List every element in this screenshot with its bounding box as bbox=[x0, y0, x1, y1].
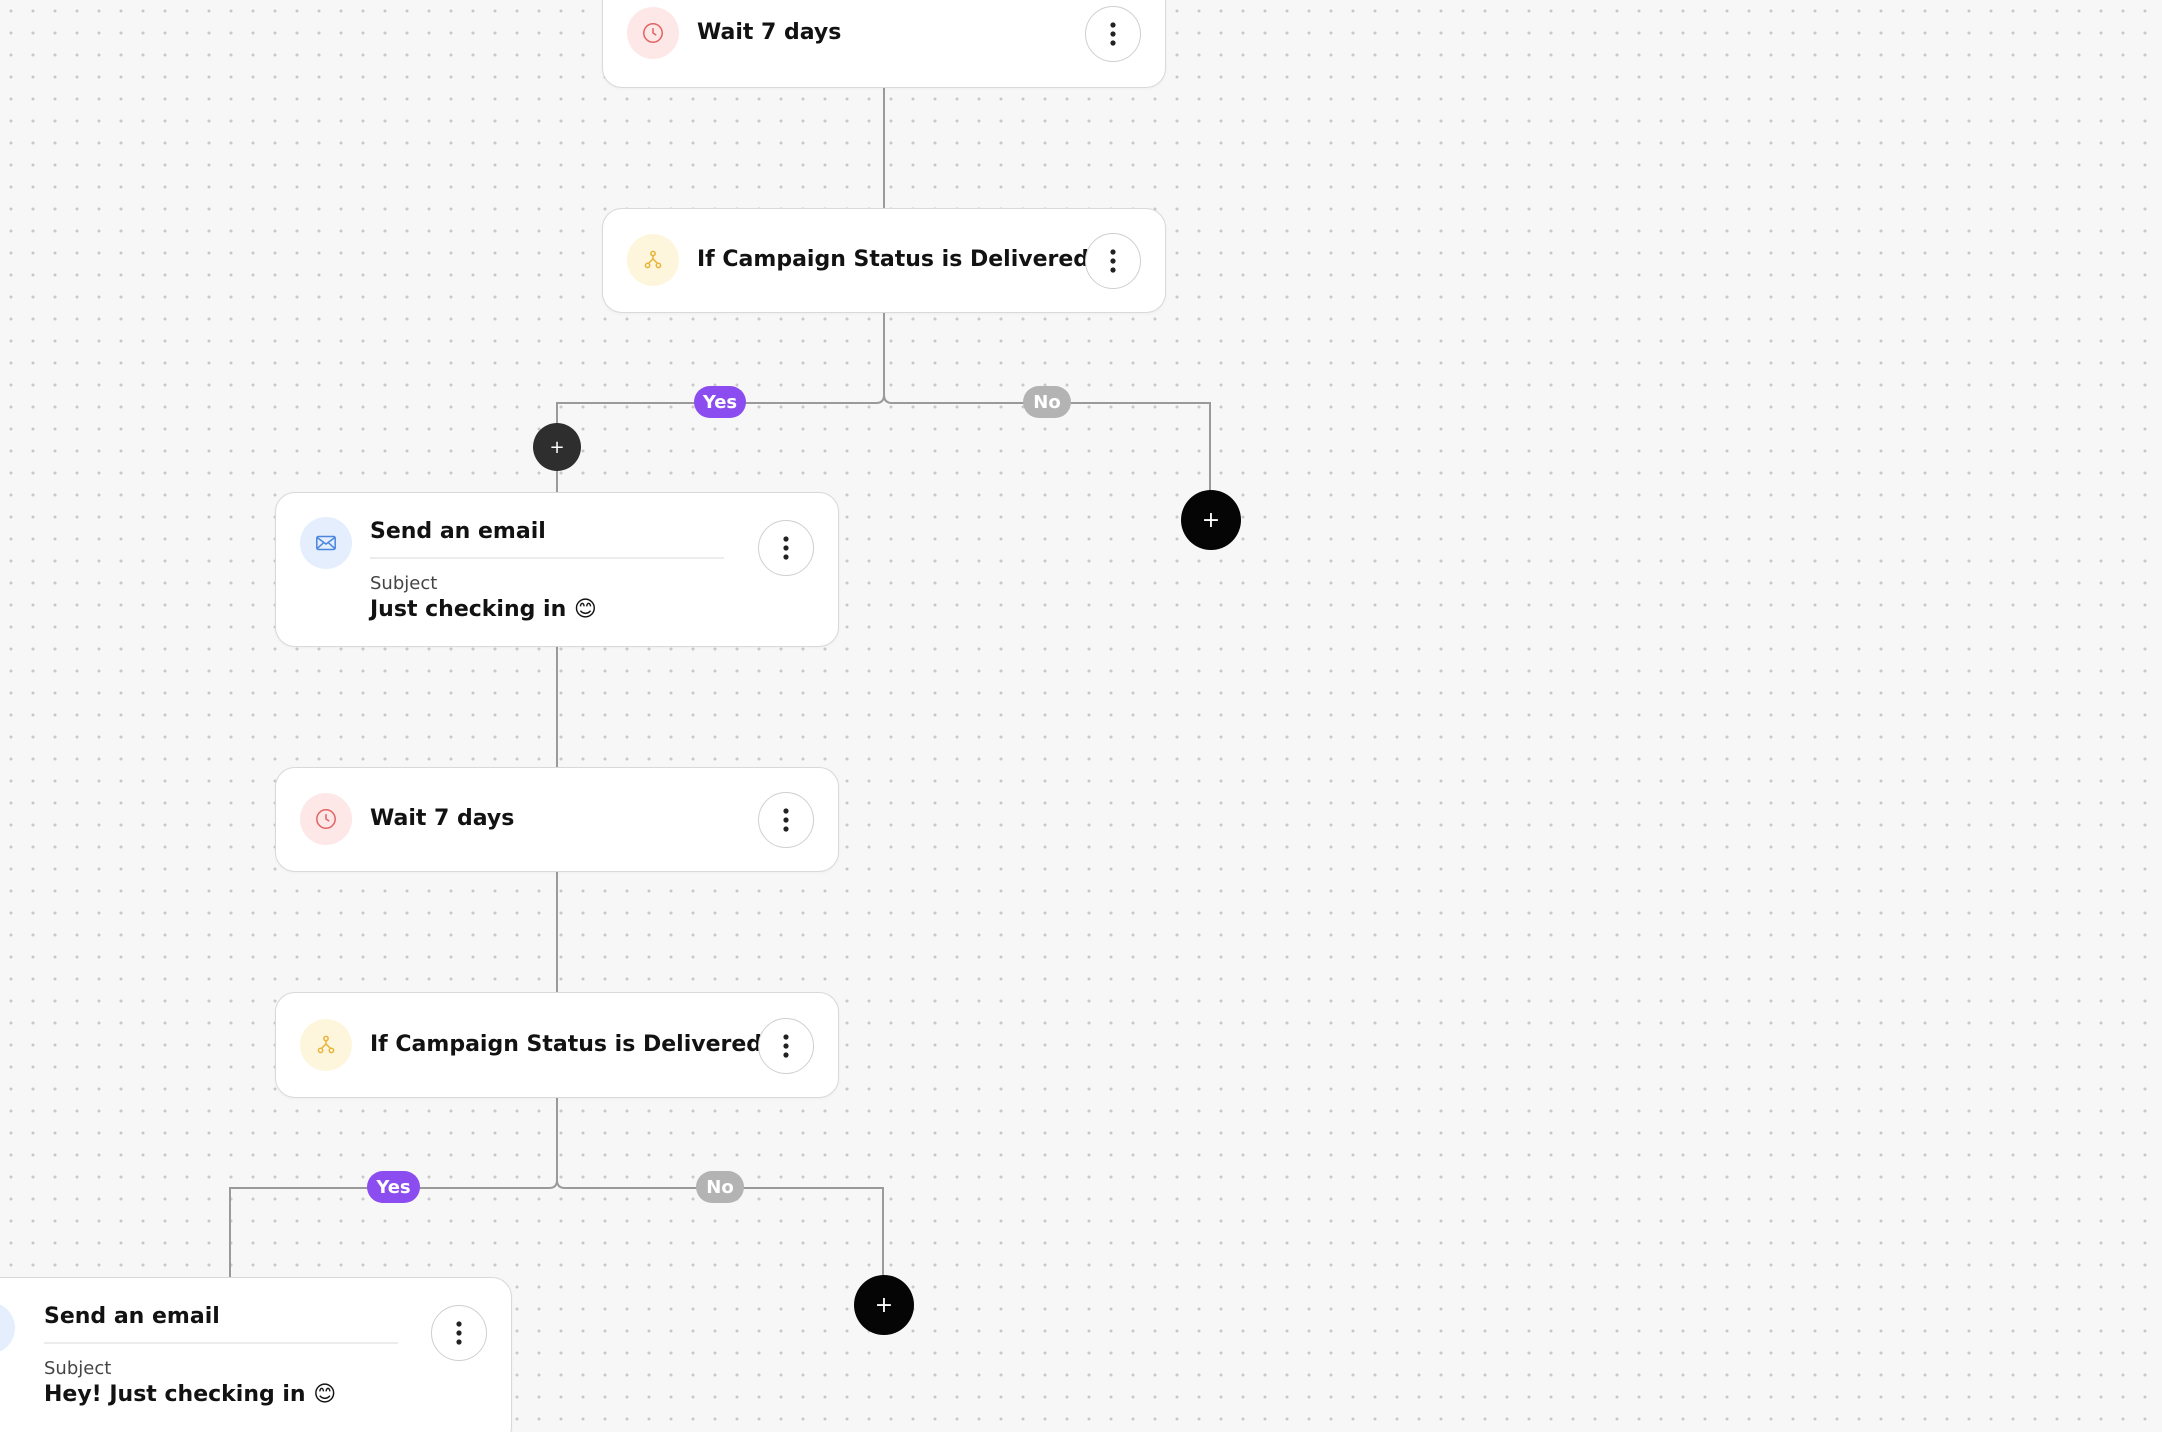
envelope-icon bbox=[0, 1302, 15, 1354]
clock-icon bbox=[300, 793, 352, 845]
branch-1-no-label: No bbox=[1023, 386, 1071, 418]
condition-node-2-more-button[interactable] bbox=[758, 1018, 814, 1074]
wait-node-1[interactable]: Wait 7 days bbox=[602, 0, 1166, 88]
wait-node-1-more-button[interactable] bbox=[1085, 6, 1141, 62]
condition-node-2[interactable]: If Campaign Status is Delivered bbox=[275, 992, 839, 1098]
branch-1-no-add-step-button[interactable]: + bbox=[1181, 490, 1241, 550]
condition-node-1-title: If Campaign Status is Delivered bbox=[697, 247, 1090, 272]
email-node-2-subject-label: Subject bbox=[44, 1358, 112, 1379]
clock-icon bbox=[627, 7, 679, 59]
branch-1-yes-label: Yes bbox=[694, 386, 746, 418]
email-node-2-subject-value: Hey! Just checking in 😊 bbox=[44, 1382, 337, 1407]
email-node-1-subject-value: Just checking in 😊 bbox=[370, 597, 597, 622]
email-node-2-divider bbox=[44, 1342, 398, 1344]
email-node-1[interactable]: Send an email Subject Just checking in 😊 bbox=[275, 492, 839, 647]
condition-node-2-title: If Campaign Status is Delivered bbox=[370, 1032, 763, 1057]
envelope-icon bbox=[300, 517, 352, 569]
more-vertical-icon bbox=[783, 536, 789, 560]
email-node-2-more-button[interactable] bbox=[431, 1305, 487, 1361]
email-node-1-divider bbox=[370, 557, 724, 559]
branch-2-yes-label: Yes bbox=[367, 1171, 420, 1203]
wait-node-1-title: Wait 7 days bbox=[697, 20, 842, 45]
wait-node-2-more-button[interactable] bbox=[758, 792, 814, 848]
branch-icon bbox=[627, 234, 679, 286]
email-node-2[interactable]: Send an email Subject Hey! Just checking… bbox=[0, 1277, 512, 1432]
branch-2-no-add-step-button[interactable]: + bbox=[854, 1275, 914, 1335]
wait-node-2-title: Wait 7 days bbox=[370, 806, 515, 831]
condition-node-1[interactable]: If Campaign Status is Delivered bbox=[602, 208, 1166, 313]
wait-node-2[interactable]: Wait 7 days bbox=[275, 767, 839, 872]
branch-1-yes-add-step-button[interactable]: + bbox=[533, 423, 581, 471]
branch-icon bbox=[300, 1019, 352, 1071]
condition-node-1-more-button[interactable] bbox=[1085, 233, 1141, 289]
more-vertical-icon bbox=[1110, 22, 1116, 46]
email-node-1-subject-label: Subject bbox=[370, 573, 438, 594]
email-node-1-title: Send an email bbox=[370, 519, 546, 544]
email-node-2-title: Send an email bbox=[44, 1304, 220, 1329]
more-vertical-icon bbox=[1110, 249, 1116, 273]
branch-2-no-label: No bbox=[696, 1171, 744, 1203]
more-vertical-icon bbox=[783, 808, 789, 832]
more-vertical-icon bbox=[456, 1321, 462, 1345]
email-node-1-more-button[interactable] bbox=[758, 520, 814, 576]
more-vertical-icon bbox=[783, 1034, 789, 1058]
